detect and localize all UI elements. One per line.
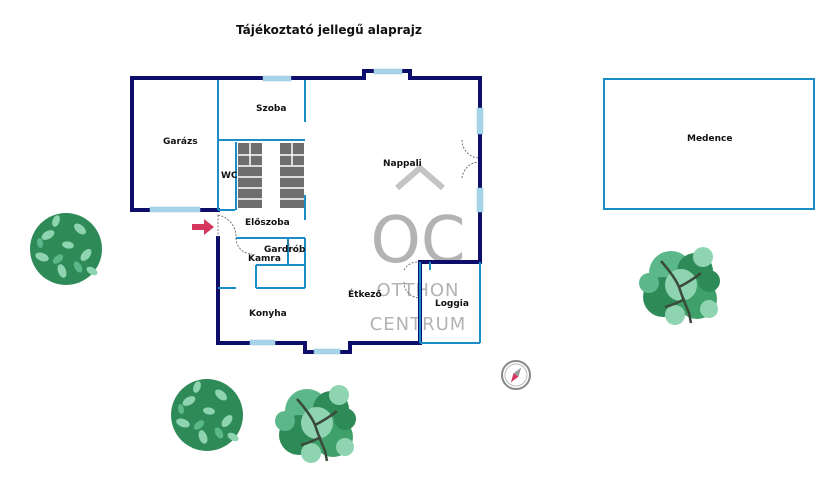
label-eloszoba: Előszoba — [245, 218, 290, 228]
label-etkezo: Étkező — [348, 288, 382, 300]
label-garazs: Garázs — [163, 137, 198, 147]
pool — [603, 78, 815, 210]
inner-walls — [217, 80, 481, 344]
tree-icon — [273, 383, 358, 465]
windows — [149, 68, 484, 355]
label-gardrob: Gardrób — [264, 244, 306, 255]
doors — [217, 139, 479, 299]
plan-title: Tájékoztató jellegű alaprajz — [236, 23, 422, 37]
label-medence: Medence — [687, 134, 732, 144]
tree-icon — [30, 213, 102, 285]
room-labels: Garázs Szoba WC Nappali Előszoba Gardrób… — [163, 104, 732, 319]
label-konyha: Konyha — [249, 309, 287, 319]
compass-icon — [501, 360, 531, 390]
tree-icon — [637, 245, 722, 327]
label-kamra: Kamra — [248, 254, 281, 264]
staircase — [238, 143, 304, 208]
watermark-line1: OTTHON — [376, 280, 459, 301]
label-wc: WC — [221, 171, 238, 181]
label-szoba: Szoba — [256, 104, 286, 114]
label-nappali: Nappali — [383, 159, 422, 169]
watermark-line2: CENTRUM — [370, 314, 467, 335]
label-loggia: Loggia — [435, 299, 469, 309]
entrance-arrow-icon — [192, 219, 214, 235]
tree-icon — [171, 379, 243, 451]
